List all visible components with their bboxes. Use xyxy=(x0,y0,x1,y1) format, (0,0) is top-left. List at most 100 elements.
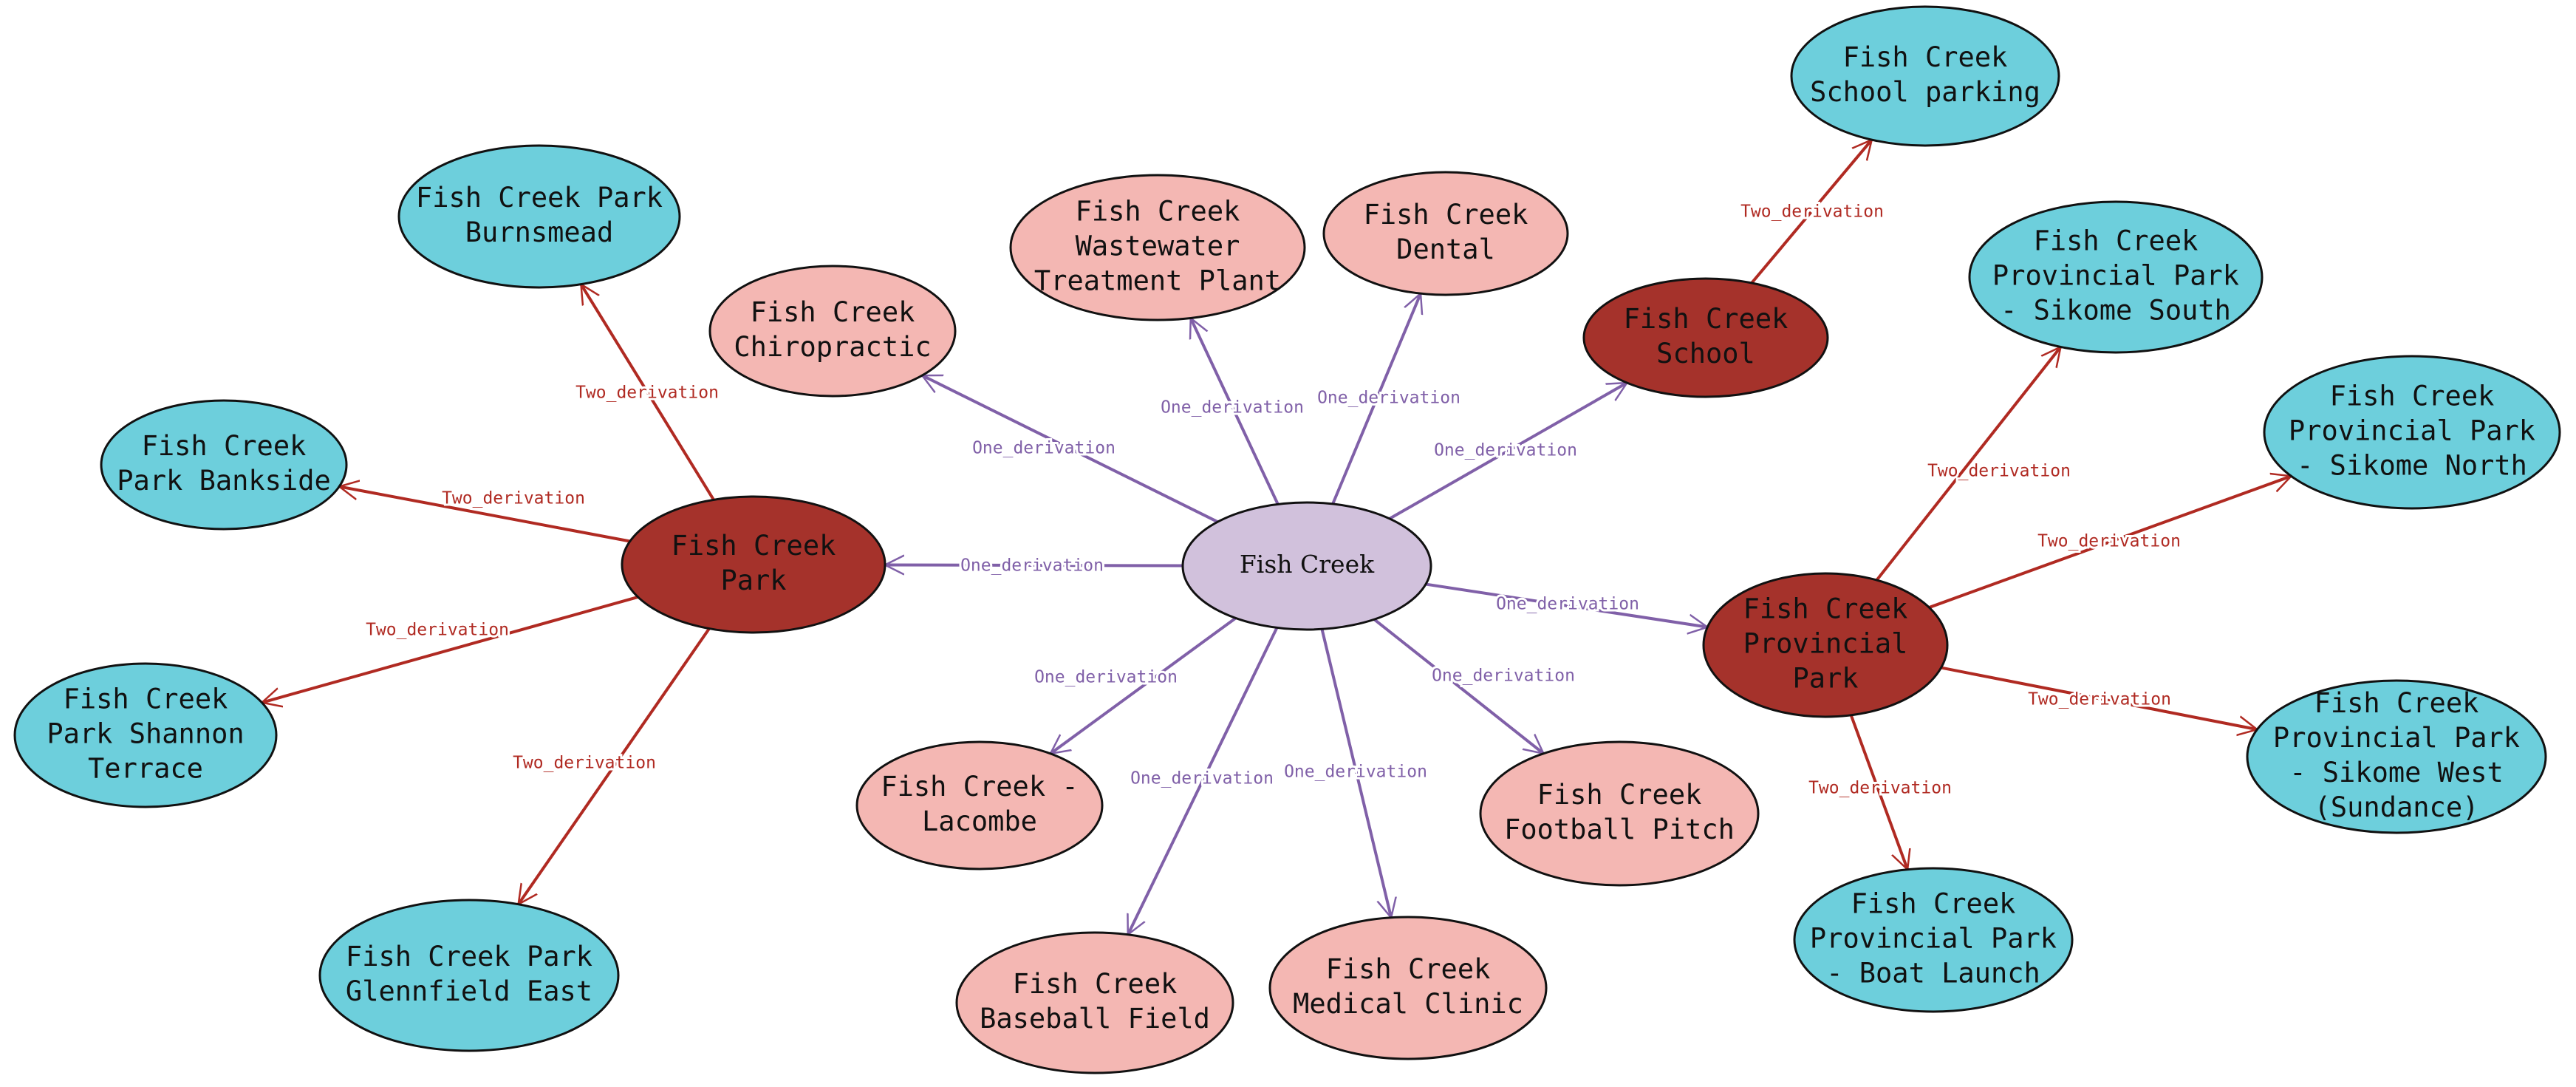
edge-fish-creek-to-fish-creek-wastewater xyxy=(1191,318,1280,505)
edge-label-fish-creek-provincial-park-to-fcpp-boat-launch: Two_derivation xyxy=(1808,779,1952,798)
node-ellipse-fcp-shannon xyxy=(13,662,278,808)
edge-label-fish-creek-park-to-fcp-bankside: Two_derivation xyxy=(442,489,585,508)
edge-fish-creek-to-fish-creek-dental xyxy=(1331,293,1421,505)
node-ellipse-fcpp-boat-launch xyxy=(1793,867,2074,1013)
node-label-fcpp-sikome-north-line-2: - Sikome North xyxy=(2297,450,2527,482)
edge-label-fish-creek-to-fish-creek-park: One_derivation xyxy=(960,556,1104,576)
node-ellipse-fish-creek-lacombe xyxy=(855,740,1104,870)
edge-label-fish-creek-school-to-fcs-parking: Two_derivation xyxy=(1740,202,1884,222)
node-label-fish-creek-park-line-0: Fish Creek xyxy=(672,530,836,562)
node-label-fcp-burnsmead-line-1: Burnsmead xyxy=(465,217,613,248)
edge-fish-creek-provincial-park-to-fcpp-sikome-south xyxy=(1875,347,2060,582)
node-ellipse-fcp-bankside xyxy=(100,399,348,531)
node-label-fcp-glennfield-line-0: Fish Creek Park xyxy=(346,941,592,972)
edge-label-fish-creek-park-to-fcp-glennfield: Two_derivation xyxy=(513,754,656,773)
node-label-fcs-parking-line-1: School parking xyxy=(1810,76,2040,108)
edge-fish-creek-school-to-fcs-parking xyxy=(1750,140,1872,284)
edge-label-fish-creek-to-fish-creek-school: One_derivation xyxy=(1434,441,1577,460)
edge-labels-layer: One_derivationOne_derivationOne_derivati… xyxy=(363,200,2183,800)
node-label-fish-creek-baseball-line-0: Fish Creek xyxy=(1013,968,1178,1000)
node-label-fish-creek-medical-line-1: Medical Clinic xyxy=(1293,988,1523,1020)
node-fish-creek: Fish Creek xyxy=(1181,501,1432,631)
edge-fish-creek-provincial-park-to-fcpp-sikome-north xyxy=(1928,476,2291,609)
edge-label-fish-creek-park-to-fcp-shannon: Two_derivation xyxy=(366,621,509,640)
node-label-fcp-shannon-line-2: Terrace xyxy=(88,753,203,785)
node-label-fcpp-sikome-west-line-1: Provincial Park xyxy=(2273,722,2520,754)
node-label-fcpp-boat-launch-line-2: - Boat Launch xyxy=(1826,958,2040,989)
node-label-fish-creek-football-line-1: Football Pitch xyxy=(1504,814,1735,845)
edge-label-fish-creek-provincial-park-to-fcpp-sikome-west: Two_derivation xyxy=(2028,690,2171,709)
node-ellipse-fcs-parking xyxy=(1790,5,2060,147)
node-ellipse-fish-creek-school xyxy=(1582,277,1829,398)
node-label-fcs-parking-line-0: Fish Creek xyxy=(1843,41,2008,73)
node-ellipse-fish-creek-park xyxy=(621,495,886,634)
edge-fish-creek-park-to-fcp-burnsmead xyxy=(579,284,715,501)
node-label-fcp-bankside-line-1: Park Bankside xyxy=(117,465,331,497)
edge-fish-creek-to-fish-creek-chiropractic xyxy=(922,374,1219,523)
edge-fish-creek-to-fish-creek-football xyxy=(1373,618,1543,754)
node-label-fish-creek-medical-line-0: Fish Creek xyxy=(1326,953,1491,985)
node-label-fish-creek-lacombe-line-1: Lacombe xyxy=(922,805,1037,837)
edge-fish-creek-to-fish-creek-baseball xyxy=(1126,627,1279,934)
edge-fish-creek-park-to-fcp-glennfield xyxy=(517,627,711,904)
node-label-fish-creek-chiropractic-line-1: Chiropractic xyxy=(734,331,931,363)
edge-fish-creek-to-fish-creek-medical xyxy=(1320,628,1391,917)
node-label-fcp-shannon-line-0: Fish Creek xyxy=(64,684,228,715)
edge-label-fish-creek-to-fish-creek-dental: One_derivation xyxy=(1317,389,1460,408)
edge-label-fish-creek-to-fish-creek-chiropractic: One_derivation xyxy=(972,439,1116,458)
node-label-fcp-glennfield-line-1: Glennfield East xyxy=(346,975,592,1007)
node-label-fish-creek-provincial-park-line-0: Fish Creek xyxy=(1743,593,1908,625)
node-ellipse-fish-creek-medical xyxy=(1268,916,1548,1060)
node-ellipse-fish-creek-provincial-park xyxy=(1702,572,1949,718)
node-label-fish-creek-chiropractic-line-0: Fish Creek xyxy=(751,296,915,328)
node-ellipse-fcp-glennfield xyxy=(318,899,620,1052)
node-ellipse-fish-creek xyxy=(1181,501,1432,631)
node-label-fcp-shannon-line-1: Park Shannon xyxy=(47,718,244,750)
node-ellipse-fish-creek-wastewater xyxy=(1009,174,1306,321)
node-label-fish-creek-line-0: Fish Creek xyxy=(1240,550,1375,579)
edge-label-fish-creek-to-fish-creek-football: One_derivation xyxy=(1432,667,1575,686)
node-label-fcpp-sikome-west-line-3: (Sundance) xyxy=(2314,791,2479,823)
edge-label-fish-creek-to-fish-creek-lacombe: One_derivation xyxy=(1034,668,1178,687)
node-label-fish-creek-wastewater-line-2: Treatment Plant xyxy=(1034,265,1281,297)
node-ellipse-fish-creek-dental xyxy=(1322,171,1569,296)
node-fish-creek-lacombe: Fish Creek -Lacombe xyxy=(855,740,1104,870)
edge-fish-creek-provincial-park-to-fcpp-sikome-west xyxy=(1941,666,2258,730)
node-label-fcpp-boat-launch-line-0: Fish Creek xyxy=(1851,888,2016,920)
edges-layer xyxy=(262,140,2292,935)
edge-label-fish-creek-provincial-park-to-fcpp-sikome-south: Two_derivation xyxy=(1927,462,2071,481)
node-label-fish-creek-dental-line-0: Fish Creek xyxy=(1364,199,1528,231)
edge-label-fish-creek-to-fish-creek-provincial-park: One_derivation xyxy=(1496,595,1639,614)
edge-fish-creek-park-to-fcp-bankside xyxy=(339,486,631,543)
node-label-fish-creek-wastewater-line-0: Fish Creek xyxy=(1076,196,1240,228)
node-label-fcp-burnsmead-line-0: Fish Creek Park xyxy=(416,182,663,214)
node-label-fcpp-sikome-north-line-1: Provincial Park xyxy=(2289,415,2535,447)
node-ellipse-fcpp-sikome-north xyxy=(2263,355,2561,510)
edge-fish-creek-to-fish-creek-lacombe xyxy=(1050,616,1237,753)
node-label-fcpp-sikome-south-line-2: - Sikome South xyxy=(2001,295,2231,327)
node-label-fcpp-boat-launch-line-1: Provincial Park xyxy=(1810,923,2057,955)
edge-fish-creek-to-fish-creek-school xyxy=(1389,381,1627,520)
node-ellipse-fish-creek-baseball xyxy=(955,931,1234,1074)
edge-label-fish-creek-to-fish-creek-wastewater: One_derivation xyxy=(1161,398,1304,418)
edge-label-fish-creek-park-to-fcp-burnsmead: Two_derivation xyxy=(575,384,719,403)
node-label-fish-creek-football-line-0: Fish Creek xyxy=(1537,779,1702,811)
edge-fish-creek-park-to-fcp-shannon xyxy=(262,595,639,703)
node-label-fish-creek-wastewater-line-1: Wastewater xyxy=(1076,231,1240,262)
